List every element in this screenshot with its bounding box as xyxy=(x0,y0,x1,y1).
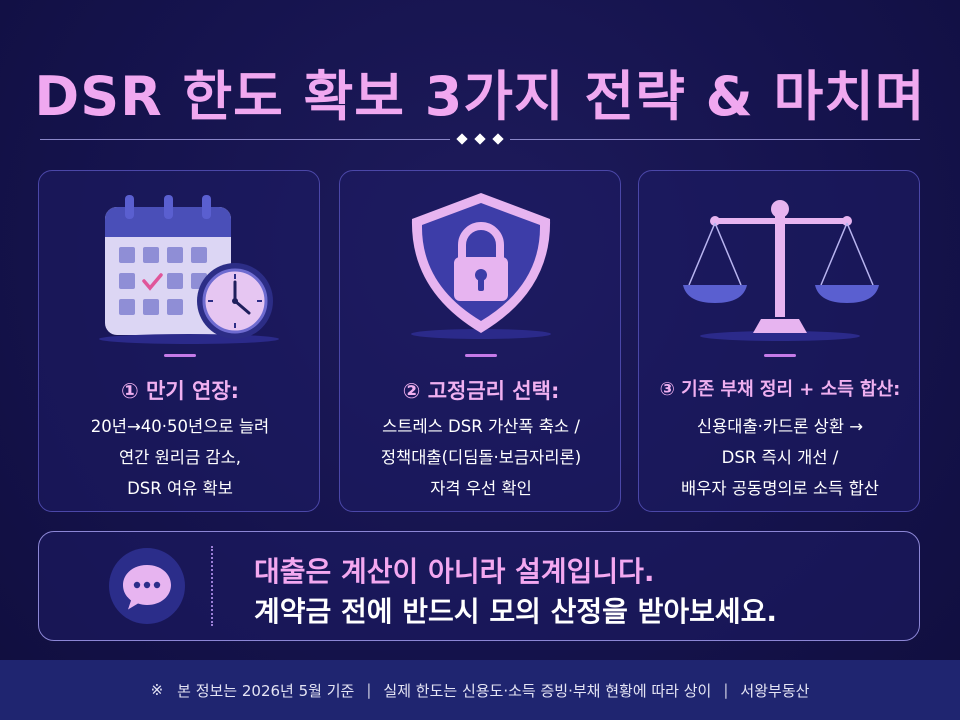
card-heading: ③ 기존 부채 정리 + 소득 합산: xyxy=(659,379,901,400)
card-heading: ① 만기 연장: xyxy=(120,379,240,403)
card-body: 스트레스 DSR 가산폭 축소 / 정책대출(디딤돌·보금자리론) 자격 우선 … xyxy=(380,417,582,498)
page-title: DSR 한도 확보 3가지 전략 & 마치며 xyxy=(34,65,926,128)
card-dash xyxy=(764,354,796,357)
strategy-card-maturity: ① 만기 연장: 20년→40·50년으로 늘려 연간 원리금 감소, DSR … xyxy=(38,170,320,512)
strategy-card-debt-income: ③ 기존 부채 정리 + 소득 합산: 신용대출·카드론 상환 → DSR 즉시… xyxy=(638,170,920,512)
title-divider xyxy=(40,132,920,148)
closing-message-box: 대출은 계산이 아니라 설계입니다. 계약금 전에 반드시 모의 산정을 받아보… xyxy=(38,531,920,641)
card-dash xyxy=(164,354,196,357)
message-divider xyxy=(211,546,213,626)
message-line-2: 계약금 전에 반드시 모의 산정을 받아보세요. xyxy=(254,595,778,628)
footer-disclaimer: ※ 본 정보는 2026년 5월 기준 | 실제 한도는 신용도·소득 증빙·부… xyxy=(0,660,960,720)
footer-date-note: 본 정보는 2026년 5월 기준 xyxy=(177,681,355,700)
card-heading: ② 고정금리 선택: xyxy=(402,379,560,403)
footer-limit-note: 실제 한도는 신용도·소득 증빙·부채 현황에 따라 상이 xyxy=(383,681,712,700)
balance-scale-icon xyxy=(683,200,879,341)
strategy-card-fixed-rate: ② 고정금리 선택: 스트레스 DSR 가산폭 축소 / 정책대출(디딤돌·보금… xyxy=(339,170,621,512)
message-line-1: 대출은 계산이 아니라 설계입니다. xyxy=(254,555,655,588)
card-dash xyxy=(465,354,497,357)
card-body: 20년→40·50년으로 늘려 연간 원리금 감소, DSR 여유 확보 xyxy=(90,417,270,498)
footer-separator: | xyxy=(723,681,729,699)
card-body: 신용대출·카드론 상환 → DSR 즉시 개선 / 배우자 공동명의로 소득 합… xyxy=(681,417,879,498)
shield-lock-icon xyxy=(411,193,551,339)
footer-separator: | xyxy=(366,681,372,699)
chat-bubble-icon xyxy=(109,548,185,624)
calendar-clock-icon xyxy=(99,195,279,344)
footer-company: 서왕부동산 xyxy=(740,681,810,700)
footer-mark: ※ xyxy=(150,681,164,699)
